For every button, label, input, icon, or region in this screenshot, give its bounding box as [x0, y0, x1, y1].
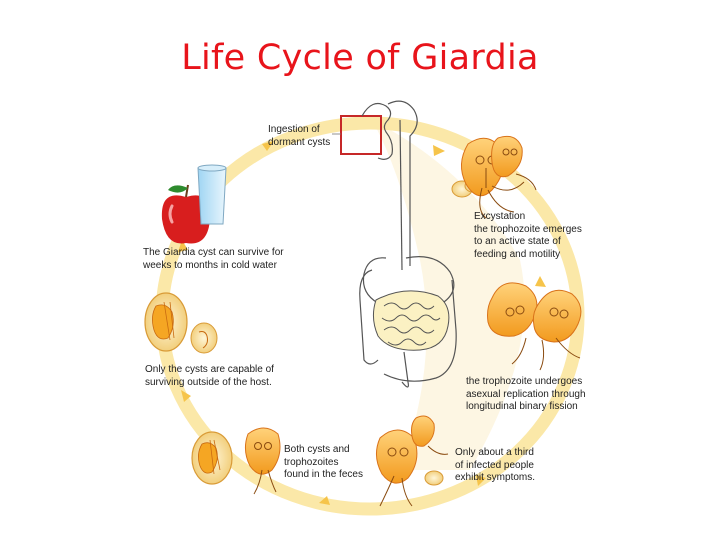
binary-fission-icon — [487, 282, 582, 371]
mouth-highlight-box — [340, 115, 382, 155]
water-glass-icon — [197, 164, 227, 225]
intestine-coils — [381, 302, 441, 346]
label-binary-fission: the trophozoite undergoes asexual replic… — [466, 376, 586, 412]
cyst-icon — [191, 431, 233, 485]
cycle-arrows — [178, 141, 546, 505]
cyst-icon — [424, 470, 444, 486]
arrow-icon — [476, 475, 486, 486]
arrow-icon — [181, 390, 191, 402]
arrow-icon — [262, 141, 274, 151]
arrow-icon — [319, 496, 330, 505]
apple-icon — [161, 184, 211, 244]
label-feces: Both cysts and trophozoites found in the… — [284, 444, 363, 480]
arrow-icon — [178, 240, 188, 252]
cyst-icon — [190, 322, 218, 354]
trophozoite-icon — [244, 427, 281, 495]
label-excystation: Excystation the trophozoite emerges to a… — [474, 211, 582, 260]
cyst-icon — [144, 292, 188, 352]
trophozoite-icon — [376, 429, 418, 507]
trophozoite-icon — [411, 415, 449, 455]
label-outside-host: Only the cysts are capable of surviving … — [145, 364, 274, 388]
label-ingestion: Ingestion of dormant cysts — [268, 124, 331, 148]
page-title: Life Cycle of Giardia — [181, 38, 539, 78]
trophozoite-icon — [491, 135, 537, 191]
arrow-icon — [535, 276, 546, 287]
arrow-icon — [433, 145, 445, 156]
label-symptoms: Only about a third of infected people ex… — [455, 447, 536, 483]
digestive-tract-icon — [359, 100, 457, 388]
label-cyst-survive: The Giardia cyst can survive for weeks t… — [143, 247, 284, 271]
